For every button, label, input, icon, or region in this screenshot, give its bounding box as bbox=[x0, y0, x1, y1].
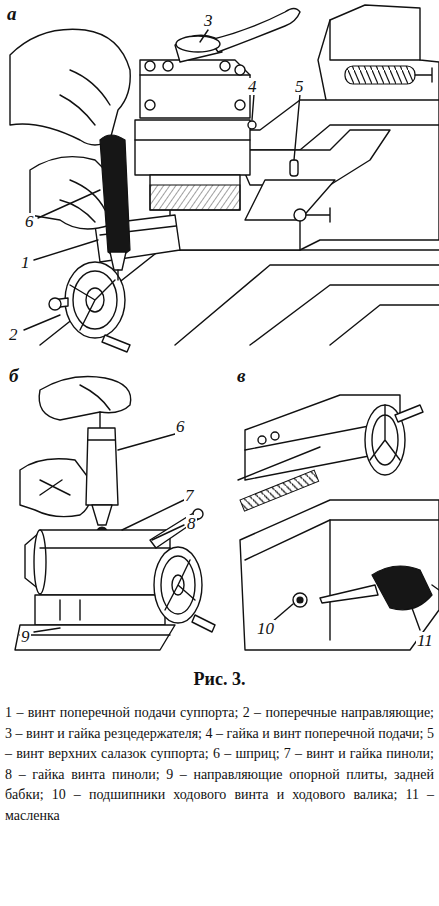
callout-number: 2 bbox=[8, 326, 19, 343]
callout-number: 9 bbox=[20, 628, 31, 645]
panel-b-drawing bbox=[15, 377, 215, 651]
figure-caption: 1 – винт поперечной подачи суппорта; 2 –… bbox=[5, 703, 434, 827]
panel-letter: а bbox=[6, 4, 18, 23]
panel-a-drawing bbox=[10, 5, 439, 352]
callout-number: 6 bbox=[175, 418, 186, 435]
panel-letter: в bbox=[236, 366, 247, 385]
figure-title: Рис. 3. bbox=[0, 669, 439, 690]
callout-number: 3 bbox=[203, 12, 214, 29]
callout-number: 11 bbox=[416, 632, 434, 649]
callout-number: 10 bbox=[256, 620, 275, 637]
callout-number: 4 bbox=[247, 78, 258, 95]
panel-letter: б bbox=[8, 366, 19, 385]
callout-number: 5 bbox=[294, 78, 305, 95]
panel-c-drawing bbox=[238, 395, 439, 650]
leader-lines bbox=[24, 30, 420, 632]
callout-number: 1 bbox=[20, 254, 31, 271]
callout-number: 7 bbox=[184, 487, 195, 504]
callout-number: 8 bbox=[186, 515, 197, 532]
callout-number: 6 bbox=[24, 213, 35, 230]
